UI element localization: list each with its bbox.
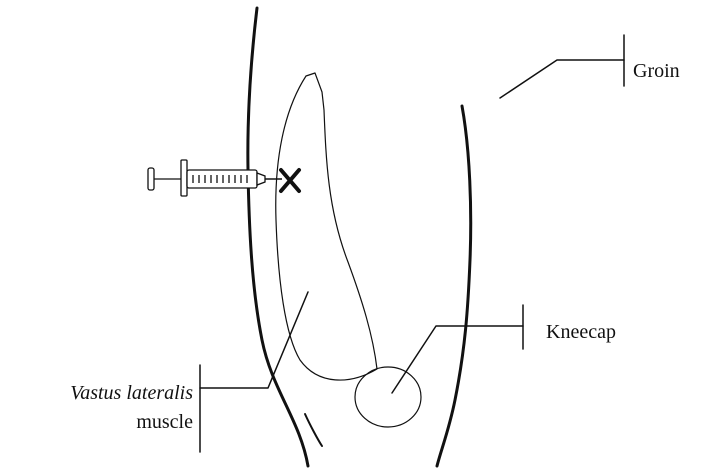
- groin-leader-line: [500, 60, 624, 98]
- x-mark-icon: [281, 170, 299, 191]
- knee-crease: [305, 414, 322, 446]
- groin-label: Groin: [633, 61, 680, 81]
- muscle-label: muscle: [0, 412, 193, 432]
- syringe-icon: [148, 160, 282, 196]
- inner-thigh-contour: [437, 106, 471, 466]
- kneecap-shape: [355, 367, 421, 427]
- vastus-lateralis-label: Vastus lateralis: [0, 383, 193, 403]
- kneecap-label: Kneecap: [546, 322, 616, 342]
- outer-thigh-contour: [248, 8, 308, 466]
